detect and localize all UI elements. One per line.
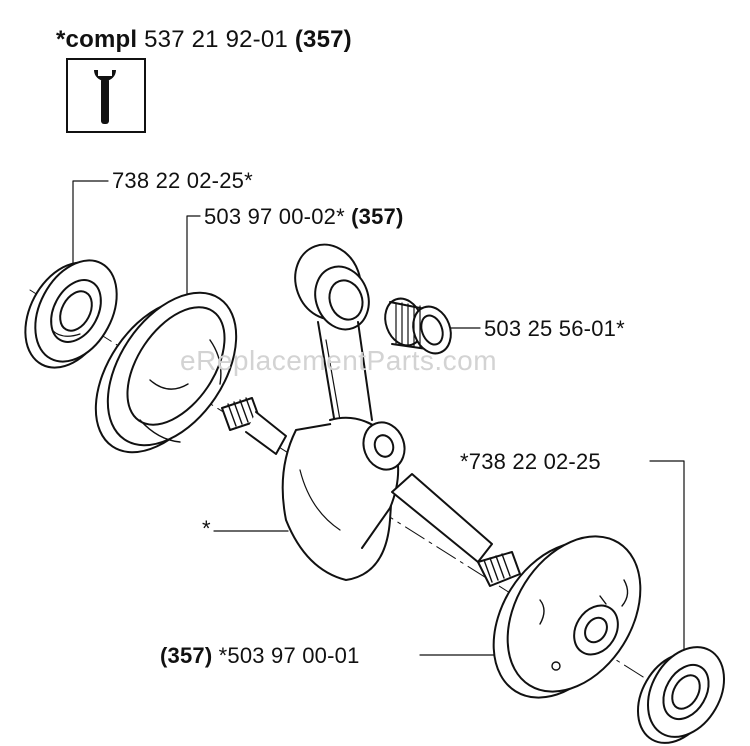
leader-flywheel-half [186,215,201,299]
label-clutch-half-ref: (357) [160,643,213,668]
header-label: *compl 537 21 92-01 (357) [56,28,352,52]
tool-box [66,58,146,133]
label-clutch-half-part: *503 97 00-01 [218,643,360,668]
leader-bearing-right [649,460,685,691]
header-ref: (357) [294,26,352,53]
leader-bearing-left [72,180,109,269]
crank-body [281,416,406,581]
bearing-right [637,646,725,744]
wrench-icon [94,70,116,124]
shaft-thread-left [221,397,287,455]
needle-bearing [384,297,452,355]
connecting-rod [294,243,373,431]
watermark: eReplacementParts.com [180,345,498,376]
header-prefix: *compl [56,26,138,53]
label-clutch-half: (357) *503 97 00-01 [160,645,360,667]
label-crankshaft: * [202,516,211,541]
shaft-right [391,473,521,587]
label-flywheel-half-ref: (357) [351,204,404,229]
label-bearing-right: *738 22 02-25 [460,449,601,474]
flywheel-half-left [94,291,238,454]
label-flywheel-half-part: 503 97 00-02* [204,204,345,229]
flywheel-half-right [492,535,642,699]
label-needle-bearing: 503 25 56-01* [484,316,625,341]
label-bearing-left: 738 22 02-25* [112,168,253,193]
label-flywheel-half: 503 97 00-02* (357) [204,206,404,228]
header-part-number: 537 21 92-01 [144,26,288,53]
bearing-left [24,259,118,369]
